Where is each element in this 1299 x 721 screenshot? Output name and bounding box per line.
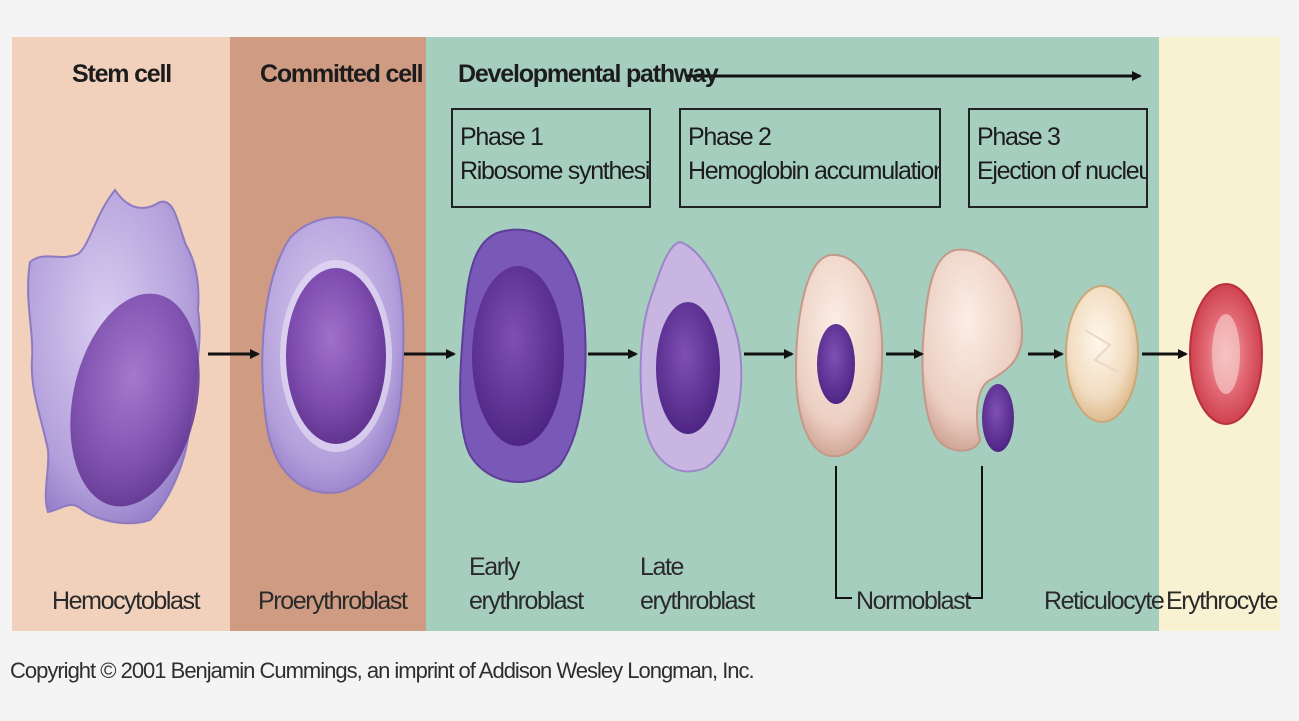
erythrocyte-cell — [1190, 284, 1262, 424]
phase-1-box: Phase 1 Ribosome synthesis — [451, 108, 651, 208]
phase-2-title: Phase 2 — [688, 120, 932, 154]
phase-3-box: Phase 3 Ejection of nucleus — [968, 108, 1148, 208]
normoblast-cell — [796, 255, 882, 456]
early-erythroblast-cell — [460, 230, 585, 482]
committed-cell-header: Committed cell — [260, 60, 422, 89]
phase-3-desc: Ejection of nucleus — [977, 154, 1139, 188]
erythrocyte-label: Erythrocyte — [1166, 584, 1277, 618]
phase-1-desc: Ribosome synthesis — [460, 154, 642, 188]
normoblast-bracket — [836, 466, 982, 598]
phase-1-title: Phase 1 — [460, 120, 642, 154]
late-erythroblast-label: Late erythroblast — [640, 550, 754, 618]
late-erythroblast-label-line2: erythroblast — [640, 584, 754, 618]
late-erythroblast-cell — [641, 242, 742, 471]
hemocytoblast-label: Hemocytoblast — [52, 584, 199, 618]
normoblast-ejecting-nucleus-cell — [922, 250, 1022, 452]
hemocytoblast-cell — [28, 190, 218, 523]
late-erythroblast-label-line1: Late — [640, 550, 754, 584]
phase-2-box: Phase 2 Hemoglobin accumulation — [679, 108, 941, 208]
phase-2-desc: Hemoglobin accumulation — [688, 154, 932, 188]
phase-3-title: Phase 3 — [977, 120, 1139, 154]
reticulocyte-label: Reticulocyte — [1044, 584, 1163, 618]
developmental-pathway-header: Developmental pathway — [458, 60, 718, 89]
proerythroblast-label: Proerythroblast — [258, 584, 407, 618]
early-erythroblast-label-line1: Early — [469, 550, 583, 584]
reticulocyte-cell — [1066, 286, 1138, 422]
early-erythroblast-label-line2: erythroblast — [469, 584, 583, 618]
proerythroblast-cell — [262, 217, 403, 493]
early-erythroblast-label: Early erythroblast — [469, 550, 583, 618]
normoblast-label: Normoblast — [856, 584, 970, 618]
stem-cell-header: Stem cell — [72, 60, 171, 89]
copyright-notice: Copyright © 2001 Benjamin Cummings, an i… — [10, 658, 754, 684]
